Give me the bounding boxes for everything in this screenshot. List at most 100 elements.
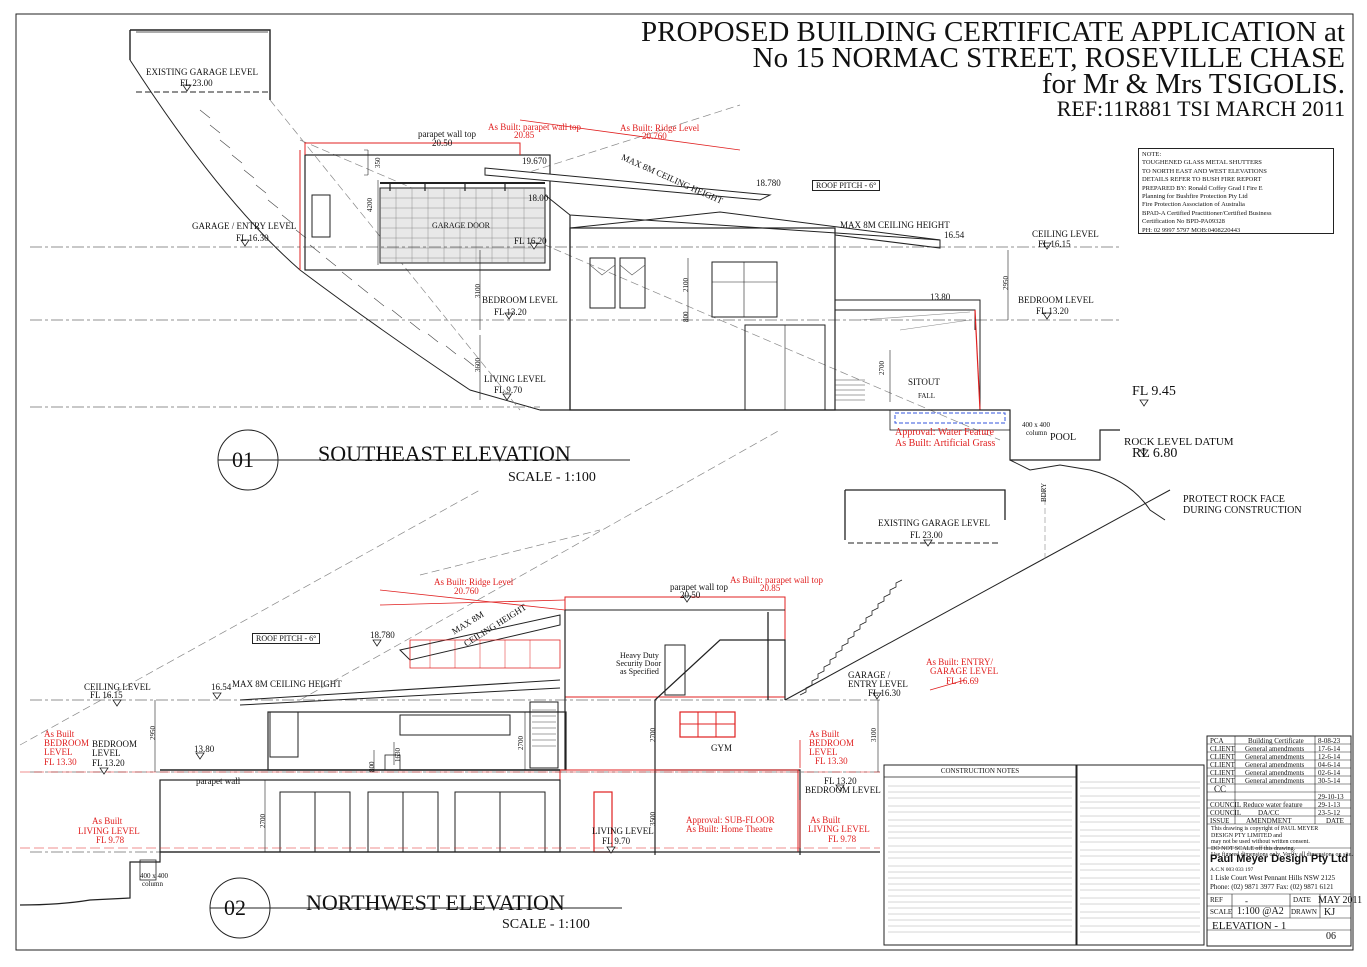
nw-ceiling-label: CEILING LEVEL	[84, 682, 151, 692]
copyright-line: Use figured dimensions only. Verify all …	[1211, 852, 1353, 858]
bdry-label: BDRY	[1040, 482, 1048, 502]
nw-dim: 3100	[870, 728, 878, 742]
rev-desc: Reduce water feature	[1243, 801, 1303, 809]
rev-by: CC	[1214, 784, 1227, 794]
rev-by: COUNCIL	[1210, 801, 1242, 809]
nw-garage-entry: GARAGE /	[848, 670, 891, 680]
se-existing-garage-label: EXISTING GARAGE LEVEL	[146, 67, 258, 77]
rev-by: CLIENT	[1210, 745, 1235, 753]
note-line: DETAILS REFER TO BUSH FIRE REPORT	[1142, 176, 1262, 184]
note-line: PREPARED BY: Ronald Coffey Grad I Fire E	[1142, 184, 1263, 192]
se-level-1380: 13.80	[930, 292, 951, 302]
rev-date: 8-08-23	[1318, 737, 1341, 745]
nw-existing-garage-fl: FL 23.00	[910, 530, 943, 540]
se-bedroom-fl: FL 13.20	[494, 307, 527, 317]
ref-value: -	[1245, 896, 1248, 906]
se-parapet-label: parapet wall top	[418, 129, 476, 139]
nw-level-18780: 18.780	[370, 630, 395, 640]
rev-date: 29-10-13	[1318, 793, 1344, 801]
se-living-label: LIVING LEVEL	[484, 374, 546, 384]
note-line: TO NORTH EAST AND WEST ELEVATIONS	[1142, 167, 1267, 175]
se-bedroom-r-label: BEDROOM LEVEL	[1018, 295, 1094, 305]
se-ceiling-fl: FL 16.15	[1038, 239, 1071, 249]
rev-date: 30-5-14	[1318, 777, 1341, 785]
nw-roof-pitch: ROOF PITCH - 6°	[252, 633, 321, 644]
nw-parapet-wall: parapet wall	[196, 776, 241, 786]
nw-dim: 800	[368, 761, 376, 773]
se-level-18780: 18.780	[756, 178, 781, 188]
se-roof-pitch: ROOF PITCH - 6°	[812, 180, 881, 191]
nw-asbuilt-ridge-label: As Built: Ridge Level	[434, 577, 514, 587]
nw-asbuilt-ridge-value: 20.760	[454, 586, 479, 596]
nw-asbuilt-entry: As Built: ENTRY/	[926, 657, 994, 667]
rev-date: 02-6-14	[1318, 769, 1341, 777]
nw-living-fl: FL 9.70	[602, 836, 631, 846]
nw-asbuilt-theatre: As Built: Home Theatre	[686, 824, 773, 834]
drawing-client: for Mr & Mrs TSIGOLIS.	[1041, 68, 1345, 100]
date-value: MAY 2011	[1318, 895, 1363, 906]
se-fl1620: FL 16.20	[514, 236, 547, 246]
nw-asbuilt-bed-r-3: LEVEL	[809, 747, 838, 757]
nw-ceiling-fl: FL 16.15	[90, 690, 123, 700]
scale-label: SCALE	[1210, 908, 1233, 916]
nw-parapet-value: 20.50	[680, 590, 701, 600]
nw-existing-garage-label: EXISTING GARAGE LEVEL	[878, 518, 990, 528]
nw-bedroom-label: BEDROOM	[92, 739, 138, 749]
rev-desc: General amendments	[1245, 745, 1305, 753]
rev-by: COUNCIL	[1210, 809, 1242, 817]
company-address: 1 Lisle Court West Pennant Hills NSW 212…	[1210, 874, 1335, 882]
rev-desc: Building Certificate	[1248, 737, 1304, 745]
nw-max8m-label-2: MAX 8M CEILING HEIGHT	[232, 679, 342, 689]
nw-asbuilt-living-r: As Built	[810, 815, 841, 825]
nw-title: NORTHWEST ELEVATION	[306, 890, 565, 915]
note-line: Planning for Bushfire Protection Pty Ltd	[1142, 193, 1248, 201]
copyright-line: DESIGN PTY LIMITED and	[1211, 832, 1282, 839]
nw-asbuilt-parapet-label: As Built: parapet wall top	[730, 575, 823, 585]
rev-header-amendment: AMENDMENT	[1246, 817, 1292, 825]
nw-bedroom-label-2: LEVEL	[92, 748, 121, 758]
se-column-label-2: column	[1026, 429, 1047, 437]
se-dim: 4200	[366, 198, 374, 212]
nw-dim: 1630	[394, 748, 402, 762]
nw-asbuilt-living-2: LIVING LEVEL	[78, 826, 140, 836]
se-dim: 350	[374, 157, 382, 169]
se-rl: RL 6.80	[1132, 446, 1178, 461]
nw-scale: SCALE - 1:100	[502, 917, 590, 932]
rev-date: 17-6-14	[1318, 745, 1341, 753]
se-garage-door-label: GARAGE DOOR	[432, 221, 490, 230]
se-level-1654: 16.54	[944, 230, 965, 240]
nw-security-door-2: Security Door	[616, 659, 662, 668]
rev-desc: General amendments	[1245, 769, 1305, 777]
nw-bedroom-level: BEDROOM LEVEL	[805, 785, 881, 795]
rev-desc: General amendments	[1245, 761, 1305, 769]
rev-by: CLIENT	[1210, 777, 1235, 785]
note-line: Fire Protection Association of Australia	[1142, 201, 1245, 209]
nw-asbuilt-bedroom-2: BEDROOM	[44, 738, 90, 748]
nw-dim: 3500	[649, 812, 657, 826]
se-bedroom-label: BEDROOM LEVEL	[482, 295, 558, 305]
se-sitout-label: SITOUT	[908, 377, 940, 387]
nw-dim: 2700	[517, 736, 525, 750]
se-fl945: FL 9.45	[1132, 384, 1176, 399]
ref-label: REF	[1210, 896, 1223, 904]
se-dim: 3600	[474, 358, 482, 372]
nw-garage-entry-fl: FL 16.30	[868, 688, 901, 698]
rev-by: CLIENT	[1210, 769, 1235, 777]
se-garage-entry-label: GARAGE / ENTRY LEVEL	[192, 221, 297, 231]
nw-asbuilt-living-r-2: LIVING LEVEL	[808, 824, 870, 834]
nw-column-label: 400 x 400	[140, 872, 168, 880]
nw-dim: 2700	[649, 728, 657, 742]
copyright-line: This drawing is copyright of PAUL MEYER	[1211, 826, 1319, 832]
nw-asbuilt-living-fl: FL 9.78	[96, 835, 125, 845]
nw-security-door: Heavy Duty	[620, 651, 659, 660]
drawn-value: KJ	[1324, 907, 1336, 918]
scale-value: 1:100 @A2	[1237, 906, 1284, 917]
rev-header-issue: ISSUE	[1210, 817, 1230, 825]
nw-fl1320: FL 13.20	[824, 776, 857, 786]
rev-date: 04-6-14	[1318, 761, 1341, 769]
nw-dim: 2700	[259, 814, 267, 828]
rev-date: 23-5-12	[1318, 809, 1341, 817]
nw-asbuilt-bedroom-fl: FL 13.30	[44, 757, 77, 767]
se-dim: 2950	[1002, 276, 1010, 290]
date-label: DATE	[1293, 896, 1311, 904]
